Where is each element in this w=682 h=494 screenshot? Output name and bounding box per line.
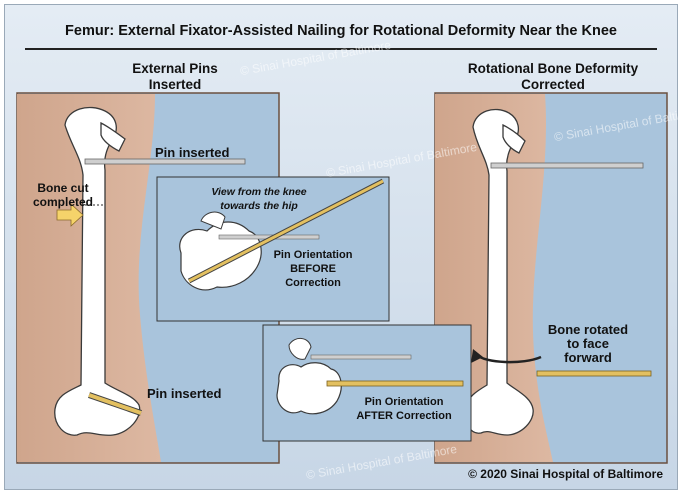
bottom-pin-right [536, 370, 652, 377]
label-view-from-knee: View from the knee towards the hip [211, 186, 307, 212]
figure-title: Femur: External Fixator-Assisted Nailing… [65, 23, 617, 39]
right-panel-heading: Rotational Bone Deformity Corrected [443, 61, 663, 93]
title-divider [25, 48, 657, 50]
left-heading-line1: External Pins [132, 61, 218, 76]
bone-cut-arrow [56, 203, 84, 227]
right-heading-line1: Rotational Bone Deformity [467, 61, 639, 76]
inset-before [156, 176, 390, 322]
label-pin-orientation-after: Pin Orientation AFTER Correction [356, 396, 452, 422]
label-pin-inserted-bottom: Pin inserted [147, 386, 222, 401]
femur-left [54, 106, 141, 436]
label-bone-rotated: Bone rotated to face forward [547, 322, 629, 365]
label-pin-inserted-top: Pin inserted [155, 145, 230, 160]
pin-before [188, 179, 384, 283]
right-heading-line2: Corrected [521, 77, 585, 92]
left-panel-heading: External Pins Inserted [100, 61, 250, 93]
knee-view-after [276, 362, 342, 415]
left-heading-line2: Inserted [148, 77, 202, 92]
label-bone-cut: Bone cut completed [32, 181, 93, 209]
inset-after [262, 324, 472, 442]
illustration [16, 92, 668, 464]
copyright: © 2020 Sinai Hospital of Baltimore [468, 467, 663, 481]
label-pin-orientation-before: Pin Orientation BEFORE Correction [273, 249, 353, 289]
bottom-pin-left [88, 393, 142, 415]
top-pin-left [84, 158, 246, 165]
top-pin-right [490, 162, 644, 169]
pin-after [326, 380, 464, 387]
figure-frame: Femur: External Fixator-Assisted Nailing… [4, 4, 682, 490]
femur-right [464, 108, 534, 436]
